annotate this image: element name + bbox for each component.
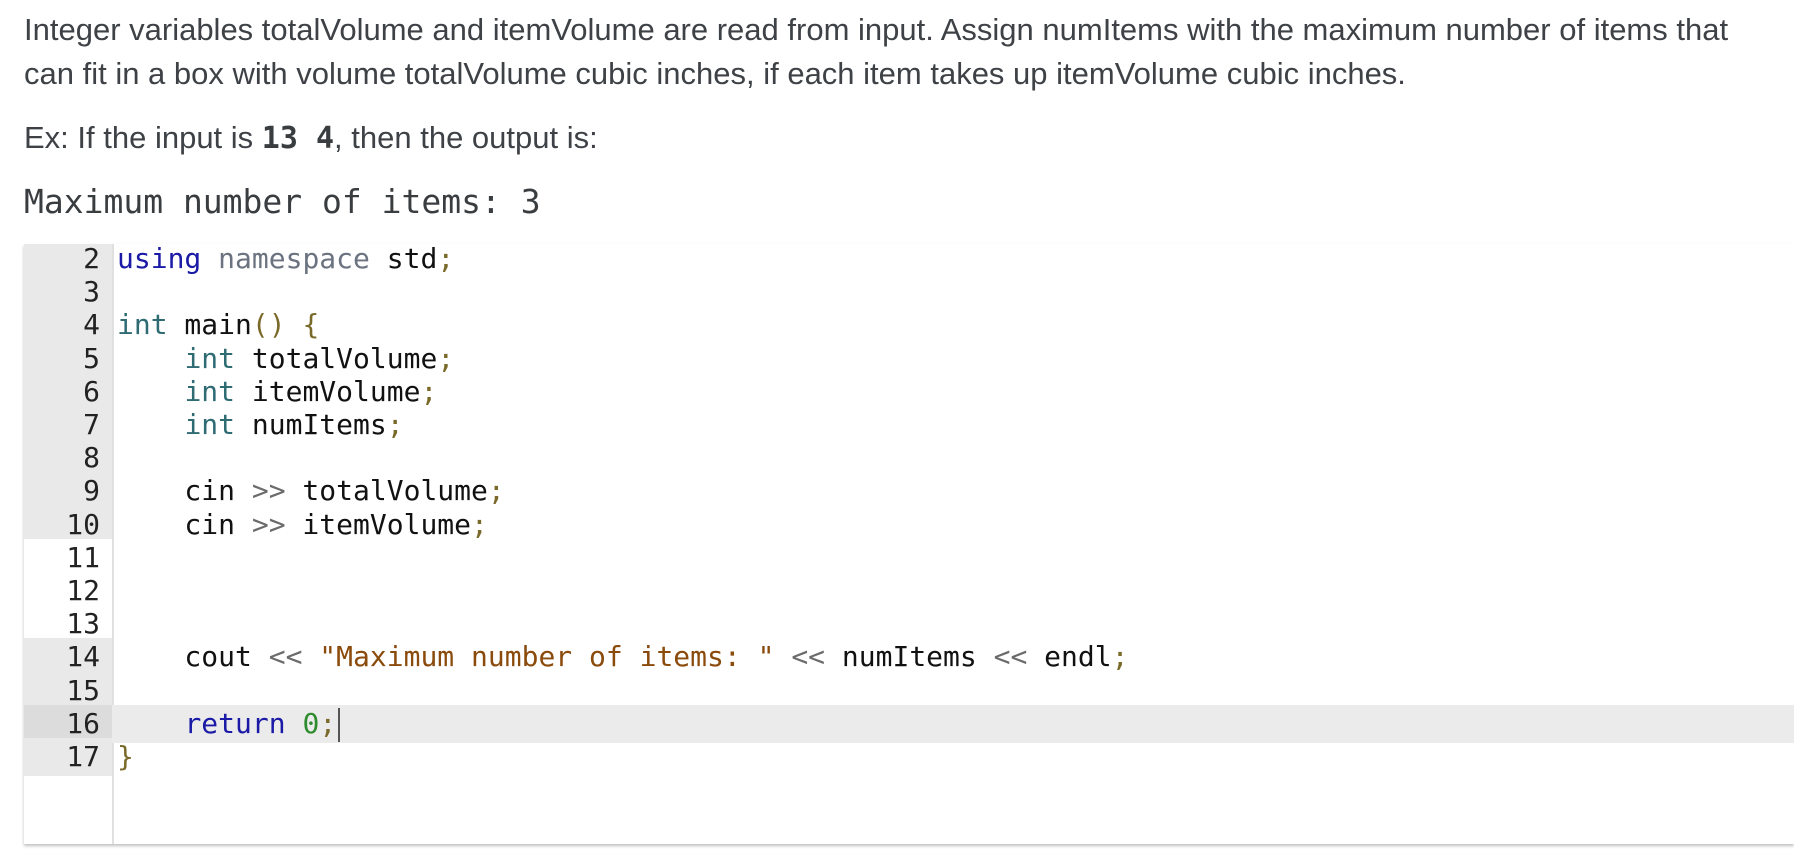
line-number: 15: [24, 671, 112, 710]
code-token: using: [117, 244, 202, 275]
code-token: "Maximum number of items: ": [319, 640, 775, 674]
code-token: ;: [1111, 640, 1129, 674]
line-number: 4: [24, 306, 112, 345]
code-token: ;: [319, 706, 337, 740]
code-token: ;: [420, 374, 438, 408]
line-number: 16: [24, 704, 112, 743]
line-number: 9: [24, 472, 112, 511]
code-text[interactable]: return 0;: [117, 705, 341, 743]
code-token: numItems: [825, 640, 994, 674]
code-token: cout: [117, 640, 269, 674]
code-token: int: [117, 308, 168, 342]
line-number: 2: [24, 244, 112, 278]
code-line[interactable]: 6 int itemVolume;: [24, 372, 1794, 411]
line-number: 3: [24, 273, 112, 312]
code-line[interactable]: 10 cin >> itemVolume;: [24, 505, 1794, 544]
code-token: <<: [791, 640, 826, 674]
code-line[interactable]: 8: [24, 439, 1794, 478]
code-token: [117, 408, 184, 441]
code-token: ;: [437, 341, 455, 375]
code-token: >>: [251, 507, 286, 541]
code-token: totalVolume: [285, 474, 488, 508]
code-token: std: [369, 244, 438, 275]
code-line[interactable]: 14 cout << "Maximum number of items: " <…: [24, 638, 1794, 677]
code-token: 0: [302, 706, 320, 740]
code-token: itemVolume: [235, 374, 421, 408]
expected-output: Maximum number of items: 3: [24, 182, 541, 221]
code-token: return: [184, 706, 286, 740]
code-token: ;: [437, 244, 455, 275]
code-token: ;: [487, 474, 505, 508]
gutter-divider: [112, 244, 114, 844]
line-number: 6: [24, 372, 112, 411]
code-token: >>: [251, 474, 286, 508]
code-token: [201, 244, 218, 275]
line-number: 8: [24, 439, 112, 478]
code-token: }: [117, 740, 134, 773]
line-number: 7: [24, 406, 112, 444]
code-token: [117, 375, 184, 408]
code-line[interactable]: 5 int totalVolume;: [24, 339, 1794, 378]
code-token: <<: [993, 640, 1028, 674]
code-token: int: [184, 341, 236, 375]
line-number: 11: [24, 538, 112, 577]
code-token: itemVolume: [285, 507, 472, 541]
code-line[interactable]: 16 return 0;: [24, 704, 1794, 743]
code-token: (): [251, 308, 286, 342]
code-token: totalVolume: [235, 341, 438, 375]
code-line[interactable]: 12: [24, 572, 1794, 610]
code-text[interactable]: int numItems;: [117, 406, 404, 444]
example-suffix: , then the output is:: [334, 120, 598, 155]
line-number: 12: [24, 572, 112, 610]
code-text[interactable]: cin >> totalVolume;: [117, 472, 505, 510]
code-line[interactable]: 7 int numItems;: [24, 406, 1794, 444]
code-token: cin: [117, 507, 252, 541]
code-text[interactable]: }: [117, 738, 134, 776]
code-line[interactable]: 15: [24, 671, 1794, 710]
code-token: [286, 308, 303, 341]
line-number: 17: [24, 738, 112, 776]
code-line[interactable]: 11: [24, 538, 1794, 577]
text-cursor: [338, 707, 341, 742]
question-prompt: Integer variables totalVolume and itemVo…: [24, 12, 1729, 91]
code-text[interactable]: cout << "Maximum number of items: " << n…: [117, 638, 1128, 676]
code-token: main: [167, 308, 252, 342]
code-token: ;: [471, 507, 488, 541]
code-token: int: [184, 408, 236, 441]
code-line[interactable]: 3: [24, 273, 1794, 312]
code-token: [117, 342, 184, 375]
code-token: [286, 707, 303, 740]
line-number: 10: [24, 505, 112, 544]
example-input: 13 4: [261, 121, 335, 156]
example-prefix: Ex: If the input is: [24, 120, 262, 155]
code-token: [302, 640, 319, 673]
code-line[interactable]: 17}: [24, 738, 1794, 776]
line-number: 14: [24, 638, 112, 677]
code-token: {: [302, 308, 320, 342]
line-number: 5: [24, 339, 112, 378]
code-text[interactable]: int totalVolume;: [117, 340, 454, 378]
code-line[interactable]: 9 cin >> totalVolume;: [24, 472, 1794, 511]
code-token: [117, 707, 184, 740]
line-number: 13: [24, 605, 112, 644]
code-text[interactable]: int main() {: [117, 306, 319, 344]
code-token: <<: [268, 640, 303, 674]
code-text[interactable]: cin >> itemVolume;: [117, 506, 488, 544]
code-text[interactable]: using namespace std;: [117, 244, 454, 278]
code-text[interactable]: int itemVolume;: [117, 373, 437, 411]
code-token: endl: [1027, 640, 1112, 674]
code-token: namespace: [218, 244, 370, 275]
code-line[interactable]: 13: [24, 605, 1794, 644]
example-sentence: Ex: If the input is 13 4, then the outpu…: [24, 116, 598, 161]
code-token: cin: [117, 474, 252, 508]
code-token: numItems: [235, 408, 387, 441]
code-token: ;: [386, 408, 404, 441]
code-token: [774, 640, 791, 673]
code-token: int: [184, 374, 236, 408]
